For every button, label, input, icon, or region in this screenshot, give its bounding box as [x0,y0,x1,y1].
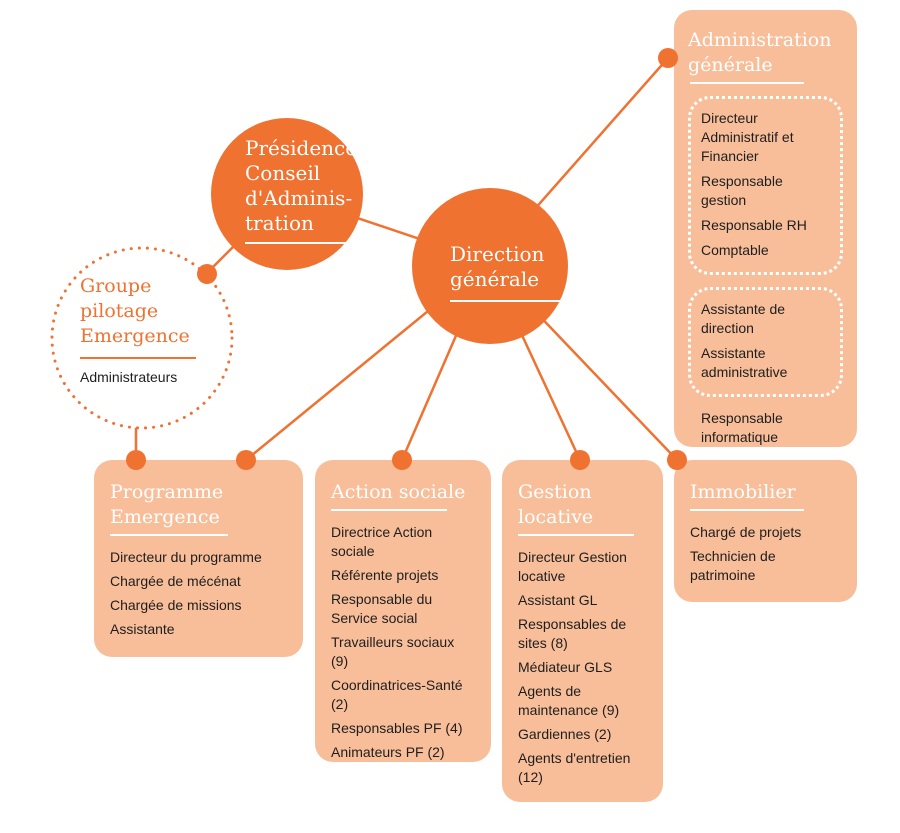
programme-item: Chargée de missions [110,597,242,613]
groupe-rule [80,357,196,359]
administration-group-1: Directeur Administratif et Financier Res… [688,96,843,275]
admin-item-extra: Responsable informatique [701,410,783,445]
immobilier-item: Technicien de patrimoine [690,548,776,583]
immobilier-item: Chargé de projets [690,524,802,540]
administration-box: Administration générale Directeur Admini… [674,10,857,447]
action-box: Action sociale Directrice Action sociale… [315,460,491,762]
connector-dot-programme-left [126,450,146,470]
gestion-item: Directeur Gestion locative [518,549,627,584]
presidence-node: Présidence Conseil d'Adminis-tration [211,118,363,270]
gestion-item: Responsables de sites (8) [518,616,627,651]
action-item: Animateurs PF (2) [331,744,445,760]
action-item: Référente projets [331,567,439,583]
admin-item: Directeur Administratif et Financier [701,110,794,164]
presidence-rule [245,242,363,244]
connector-dot-immobilier [667,450,687,470]
action-item: Coordinatrices-Santé (2) [331,677,463,712]
connector-dot-administration [658,48,678,68]
gestion-rule [518,534,634,536]
administration-title: Administration générale [688,29,832,76]
gestion-title: Gestion locative [518,481,594,528]
admin-item: Assistante administrative [701,345,788,380]
connector-dot-action [392,450,412,470]
programme-box: Programme Emergence Directeur du program… [94,460,303,657]
gestion-item: Assistant GL [518,592,598,608]
admin-item: Comptable [701,242,769,258]
programme-rule [110,534,228,536]
direction-title: Direction générale [450,242,545,291]
groupe-node: Groupe pilotage Emergence Administrateur… [80,274,208,385]
direction-node: Direction générale [412,188,568,344]
admin-item: Responsable gestion [701,173,783,208]
administration-group-2: Assistante de direction Assistante admin… [688,287,843,397]
connector-dot-groupe [197,264,217,284]
gestion-item: Agents de maintenance (9) [518,683,620,718]
groupe-title: Groupe pilotage Emergence [80,275,190,347]
programme-item: Assistante [110,621,175,637]
action-rule [331,509,447,511]
connector-dot-programme-right [236,450,256,470]
action-item: Directrice Action sociale [331,524,433,559]
programme-item: Directeur du programme [110,549,262,565]
action-item: Travailleurs sociaux (9) [331,634,455,669]
gestion-item: Gardiennes (2) [518,726,612,742]
action-title: Action sociale [331,481,466,503]
programme-item: Chargée de mécénat [110,573,241,589]
presidence-title: Présidence Conseil d'Adminis-tration [245,136,358,235]
immobilier-title: Immobilier [690,481,796,503]
groupe-dotted-circle [50,246,234,430]
gestion-item: Agents d'entretien (12) [518,750,631,785]
direction-rule [450,300,564,302]
gestion-box: Gestion locative Directeur Gestion locat… [502,460,663,802]
action-item: Responsables PF (4) [331,720,463,736]
administration-rule [690,82,804,84]
connector-dot-gestion [570,450,590,470]
action-item: Responsable du Service social [331,591,433,626]
immobilier-rule [690,509,804,511]
admin-item: Assistante de direction [701,301,786,336]
groupe-item: Administrateurs [80,369,178,385]
admin-item: Responsable RH [701,217,807,233]
immobilier-box: Immobilier Chargé de projets Technicien … [674,460,857,602]
gestion-item: Médiateur GLS [518,659,613,675]
programme-title: Programme Emergence [110,481,224,528]
